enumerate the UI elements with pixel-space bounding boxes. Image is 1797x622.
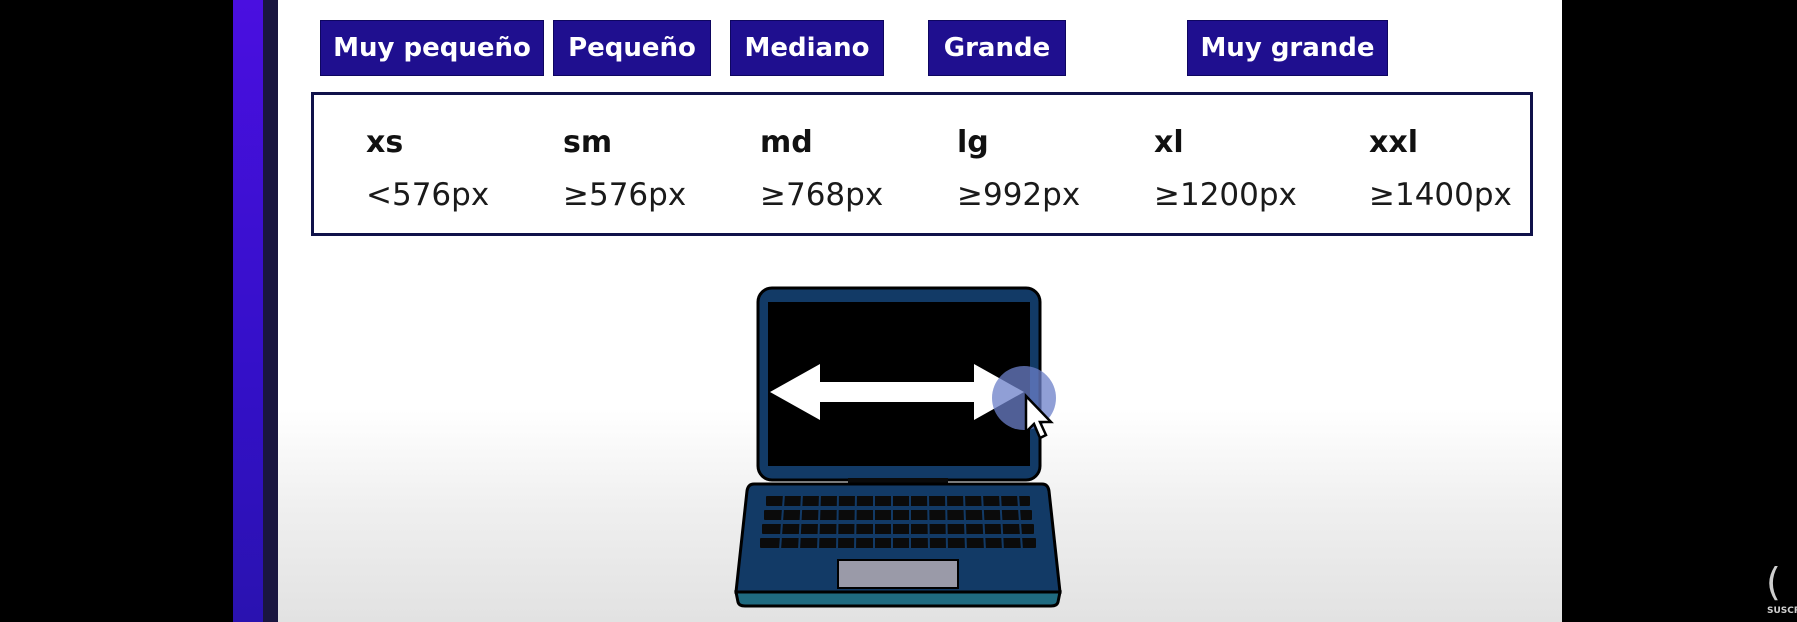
breakpoint-key: xs: [366, 125, 404, 160]
size-label-lg: Grande: [928, 20, 1066, 76]
breakpoint-key: lg: [957, 125, 989, 160]
breakpoint-value: ≥576px: [563, 177, 687, 213]
breakpoint-key: sm: [563, 125, 613, 160]
size-label-xl: Muy grande: [1187, 20, 1388, 76]
horizontal-double-arrow-icon: [770, 364, 1024, 420]
size-label-md: Mediano: [730, 20, 884, 76]
badge-label: SUSCR: [1767, 606, 1797, 616]
mouse-pointer-icon: [992, 366, 1056, 440]
breakpoint-value: ≥1400px: [1369, 177, 1512, 213]
breakpoint-key: xxl: [1369, 125, 1418, 160]
slide-left-divider: [263, 0, 278, 622]
breakpoint-key: md: [760, 125, 813, 160]
breakpoint-value: ≥992px: [957, 177, 1081, 213]
size-label-sm: Pequeño: [553, 20, 711, 76]
laptop-icon: [734, 286, 1062, 608]
slide-left-accent-bar: [233, 0, 263, 622]
breakpoints-table: xs <576px sm ≥576px md ≥768px lg ≥992px …: [311, 92, 1533, 236]
breakpoint-value: ≥768px: [760, 177, 884, 213]
breakpoint-value: ≥1200px: [1154, 177, 1297, 213]
breakpoint-value: <576px: [366, 177, 490, 213]
breakpoint-key: xl: [1154, 125, 1184, 160]
channel-subscribe-badge[interactable]: ( SUSCR: [1764, 560, 1797, 622]
channel-logo-icon: (: [1766, 560, 1781, 604]
size-label-xs: Muy pequeño: [320, 20, 544, 76]
